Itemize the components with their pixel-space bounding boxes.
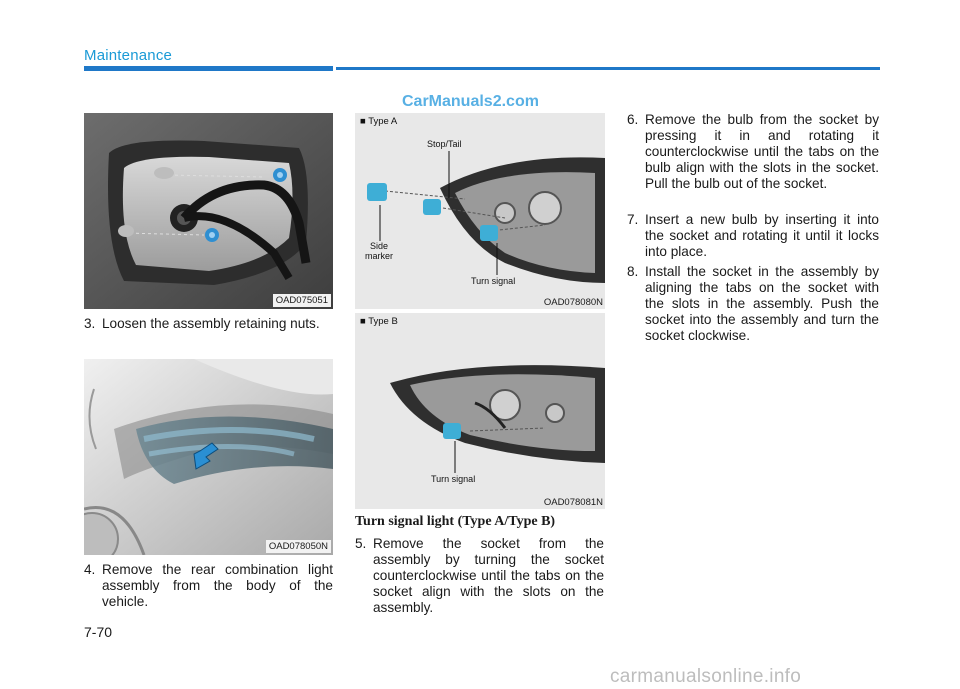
type-b-illustration xyxy=(355,313,605,509)
step-text: Remove the socket from the assembly by t… xyxy=(373,536,604,615)
step-number: 4. xyxy=(84,562,96,577)
section-title: Maintenance xyxy=(84,47,173,64)
step-6: 6. Remove the bulb from the socket by pr… xyxy=(627,112,879,192)
callout-turn-signal: Turn signal xyxy=(471,276,516,286)
step-number: 6. xyxy=(627,112,639,127)
header-rule-light xyxy=(336,67,880,70)
callout-turn-signal: Turn signal xyxy=(431,474,476,484)
figure-type-a: ■ Type A Stop/Tail Side marker Turn sign… xyxy=(355,113,605,309)
rear-combination-light-illustration xyxy=(84,359,333,555)
step-number: 7. xyxy=(627,212,639,227)
figure-type-b: ■ Type B Turn signal OAD078081N xyxy=(355,313,605,509)
section-heading: Turn signal light (Type A/Type B) xyxy=(355,514,556,529)
step-text: Insert a new bulb by inserting it into t… xyxy=(645,212,879,259)
type-a-illustration xyxy=(355,113,605,309)
step-number: 5. xyxy=(355,536,367,551)
step-text: Loosen the assembly retaining nuts. xyxy=(102,316,320,331)
figure-code: OAD075051 xyxy=(272,294,331,307)
figure-retaining-nuts: OAD075051 xyxy=(84,113,333,309)
step-text: Remove the rear combination light assemb… xyxy=(102,562,333,609)
figure-code: OAD078081N xyxy=(543,497,603,508)
step-3: 3. Loosen the assembly retaining nuts. xyxy=(84,316,333,332)
type-b-label: ■ Type B xyxy=(360,316,398,327)
step-text: Install the socket in the assembly by al… xyxy=(645,264,879,343)
callout-stop-tail: Stop/Tail xyxy=(427,139,462,149)
step-7: 7. Insert a new bulb by inserting it int… xyxy=(627,212,879,260)
callout-side-marker: Side marker xyxy=(364,241,393,261)
step-number: 3. xyxy=(84,316,96,331)
step-text: Remove the bulb from the socket by press… xyxy=(645,112,879,191)
step-4: 4. Remove the rear combination light ass… xyxy=(84,562,333,610)
figure-code: OAD078080N xyxy=(543,297,603,308)
type-a-label: ■ Type A xyxy=(360,116,398,127)
retaining-nuts-illustration xyxy=(84,113,333,309)
step-5: 5. Remove the socket from the assembly b… xyxy=(355,536,604,616)
step-number: 8. xyxy=(627,264,639,279)
step-8: 8. Install the socket in the assembly by… xyxy=(627,264,879,344)
watermark-bottom: carmanualsonline.info xyxy=(610,666,802,687)
header-rule-dark xyxy=(84,66,333,71)
figure-rear-combination-light: OAD078050N xyxy=(84,359,333,555)
watermark-top: CarManuals2.com xyxy=(402,93,539,110)
page-number: 7-70 xyxy=(84,624,113,640)
figure-code: OAD078050N xyxy=(265,540,331,553)
